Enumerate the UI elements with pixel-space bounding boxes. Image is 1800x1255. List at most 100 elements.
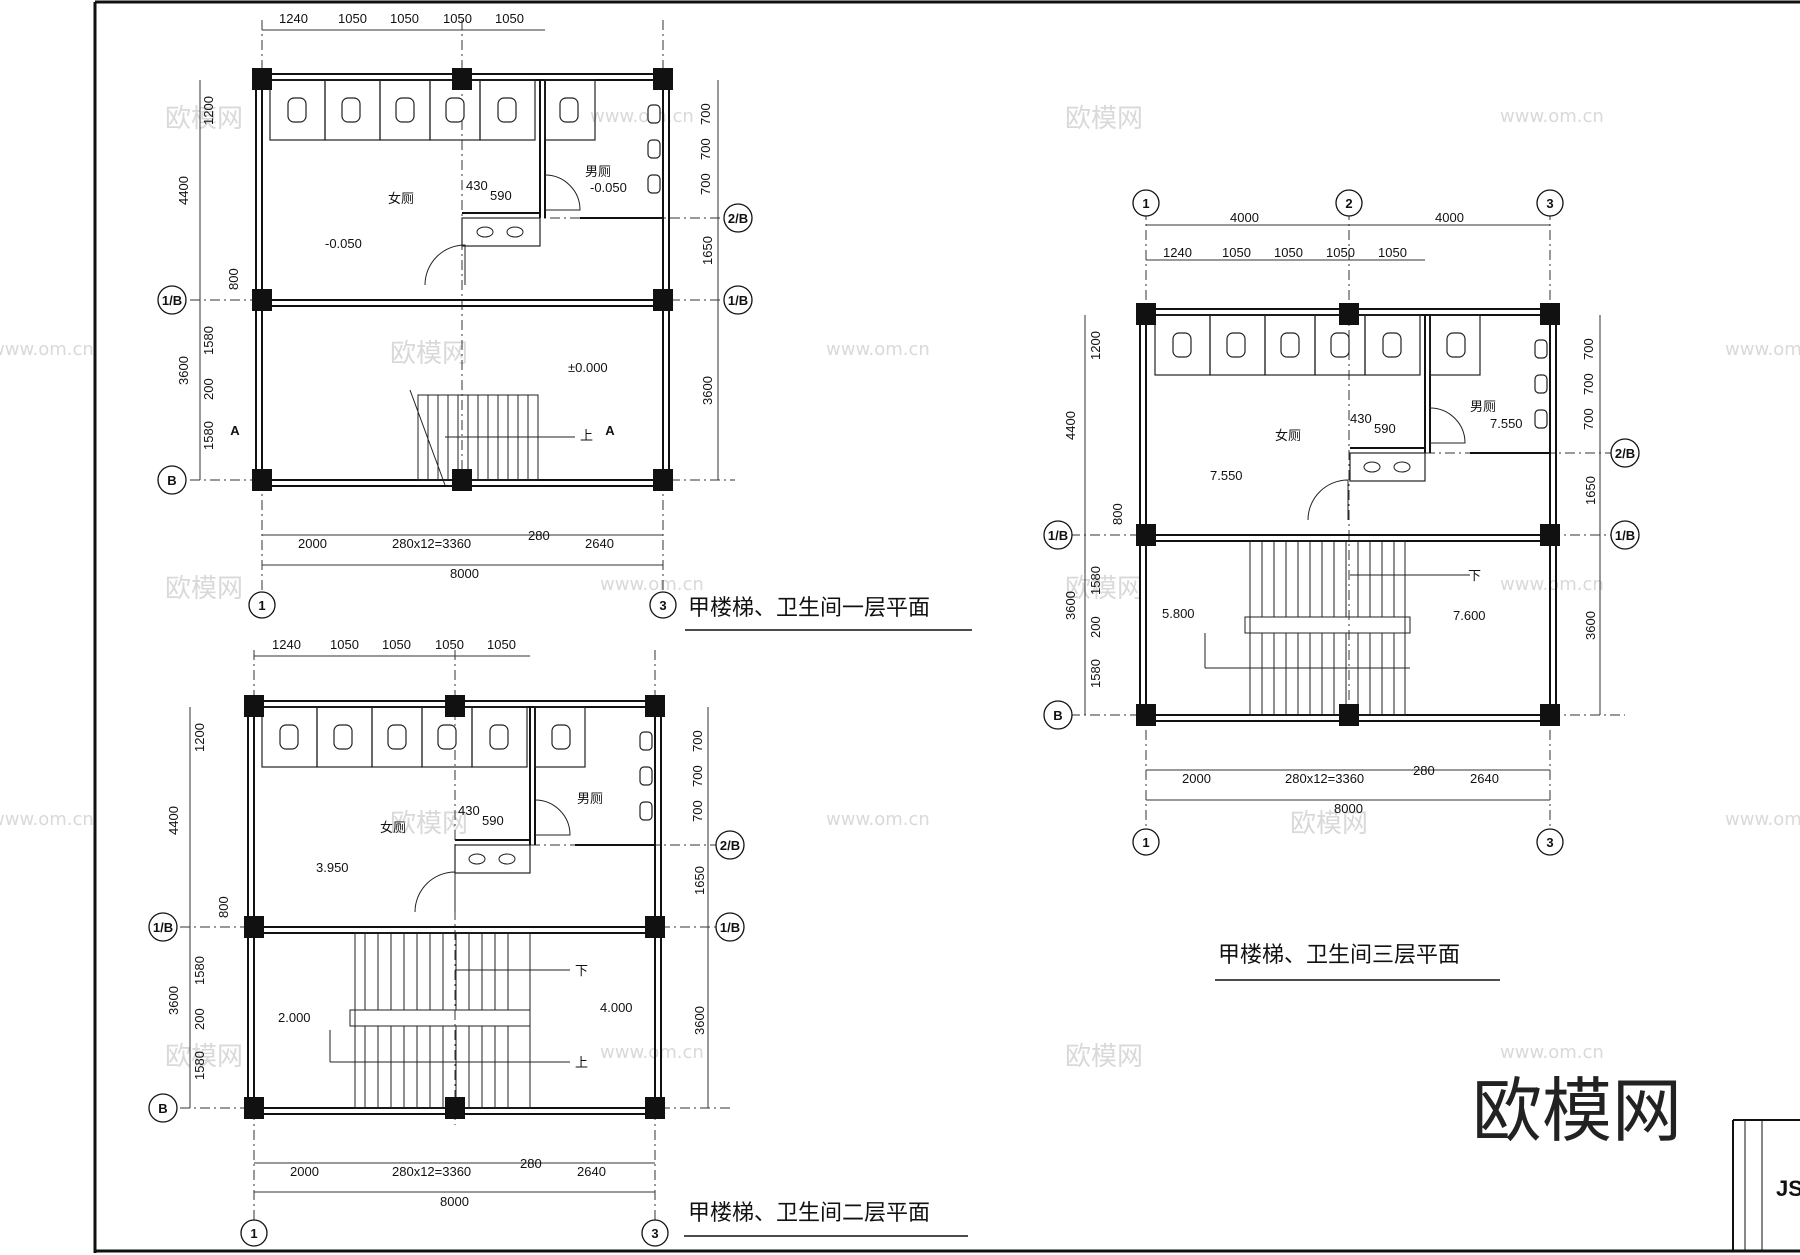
dim-top: 1050 bbox=[443, 11, 472, 26]
dim-top: 1050 bbox=[382, 637, 411, 652]
dim-right: 700 bbox=[1581, 373, 1596, 395]
dim-right: 700 bbox=[698, 173, 713, 195]
site-logo: 欧模网 bbox=[1472, 1070, 1682, 1152]
dim-top: 1050 bbox=[1378, 245, 1407, 260]
dim-right: 3600 bbox=[1583, 611, 1598, 640]
axis-label: 1 bbox=[1142, 196, 1149, 211]
plan-title: 甲楼梯、卫生间二层平面 bbox=[688, 1201, 930, 1226]
watermark: 欧模网 bbox=[165, 104, 243, 134]
watermark: www.om.cn bbox=[600, 574, 704, 595]
stair-label: 下 bbox=[575, 963, 588, 978]
axis-label: 1/B bbox=[153, 920, 173, 935]
level-label: -0.050 bbox=[590, 180, 627, 195]
watermark: www.om.cn bbox=[1725, 339, 1800, 360]
dim-right: 1650 bbox=[692, 866, 707, 895]
dim-bottom: 280 bbox=[1413, 763, 1435, 778]
stair-label: 上 bbox=[575, 1055, 588, 1070]
dim-right: 700 bbox=[698, 138, 713, 160]
dim-total: 8000 bbox=[450, 566, 479, 581]
sink-dim: 590 bbox=[490, 188, 512, 203]
level-label: 5.800 bbox=[1162, 606, 1195, 621]
dim-left: 3600 bbox=[1063, 591, 1078, 620]
axis-label: 1/B bbox=[1048, 528, 1068, 543]
room-label: 男厕 bbox=[585, 164, 611, 179]
level-label: 4.000 bbox=[600, 1000, 633, 1015]
watermark: www.om.cn bbox=[1725, 809, 1800, 830]
dim-left: 200 bbox=[201, 378, 216, 400]
dim-left: 800 bbox=[1110, 503, 1125, 525]
dim-bottom: 2640 bbox=[585, 536, 614, 551]
dim-left: 1200 bbox=[1088, 331, 1103, 360]
dim-left: 4400 bbox=[1063, 411, 1078, 440]
dim-top: 1050 bbox=[1326, 245, 1355, 260]
plan-third-floor: 4000 4000 1240 1050 1050 1050 1050 2000 … bbox=[1043, 189, 1640, 981]
dim-top: 1050 bbox=[338, 11, 367, 26]
dim-top: 4000 bbox=[1230, 210, 1259, 225]
axis-label: 2 bbox=[1345, 196, 1352, 211]
dim-top: 1050 bbox=[390, 11, 419, 26]
level-label: 7.600 bbox=[1453, 608, 1486, 623]
room-label: 女厕 bbox=[1275, 428, 1301, 443]
watermark: 欧模网 bbox=[1290, 809, 1368, 839]
axis-label: 1/B bbox=[728, 293, 748, 308]
watermark: www.om.cn bbox=[0, 339, 94, 360]
dim-bottom: 2640 bbox=[577, 1164, 606, 1179]
dim-bottom: 280x12=3360 bbox=[1285, 771, 1364, 786]
axis-label: 2/B bbox=[1615, 446, 1635, 461]
axis-label: 2/B bbox=[720, 838, 740, 853]
dim-right: 3600 bbox=[700, 376, 715, 405]
dim-top: 1050 bbox=[330, 637, 359, 652]
watermark: www.om.cn bbox=[1500, 106, 1604, 127]
plan-title: 甲楼梯、卫生间一层平面 bbox=[688, 596, 930, 621]
dim-top: 1050 bbox=[1222, 245, 1251, 260]
watermark: 欧模网 bbox=[390, 339, 468, 369]
dim-left: 3600 bbox=[166, 986, 181, 1015]
axis-label: 3 bbox=[1546, 196, 1553, 211]
dim-left: 1580 bbox=[201, 421, 216, 450]
sink-dim: 590 bbox=[1374, 421, 1396, 436]
dim-right: 700 bbox=[1581, 338, 1596, 360]
axis-label: 1 bbox=[1142, 835, 1149, 850]
dim-left: 4400 bbox=[176, 176, 191, 205]
level-label: 3.950 bbox=[316, 860, 349, 875]
dim-left: 1200 bbox=[201, 96, 216, 125]
room-label: 女厕 bbox=[388, 191, 414, 206]
dim-left: 3600 bbox=[176, 356, 191, 385]
title-block-code: JS bbox=[1776, 1176, 1800, 1201]
watermark: 欧模网 bbox=[1065, 574, 1143, 604]
room-label: 女厕 bbox=[380, 820, 406, 835]
dim-right: 1650 bbox=[700, 236, 715, 265]
dim-left: 200 bbox=[192, 1008, 207, 1030]
dim-left: 1580 bbox=[1088, 566, 1103, 595]
dim-bottom: 2000 bbox=[1182, 771, 1211, 786]
dim-left: 200 bbox=[1088, 616, 1103, 638]
dim-total: 8000 bbox=[440, 1194, 469, 1209]
dim-bottom: 280 bbox=[520, 1156, 542, 1171]
axis-label: 3 bbox=[651, 1226, 658, 1241]
dim-left: 800 bbox=[226, 268, 241, 290]
plan-first-floor: 1240 1050 1050 1050 1050 2000 280x12=336… bbox=[157, 11, 972, 631]
dim-top: 1050 bbox=[487, 637, 516, 652]
title-block: JS bbox=[1732, 1119, 1800, 1251]
level-label: 7.550 bbox=[1490, 416, 1523, 431]
dim-left: 1200 bbox=[192, 723, 207, 752]
axis-label: 3 bbox=[659, 598, 666, 613]
watermark: www.om.cn bbox=[590, 106, 694, 127]
section-mark: A bbox=[230, 423, 240, 438]
dim-left: 1580 bbox=[201, 326, 216, 355]
plan-title: 甲楼梯、卫生间三层平面 bbox=[1218, 943, 1460, 968]
dim-bottom: 280x12=3360 bbox=[392, 1164, 471, 1179]
dim-top: 1050 bbox=[435, 637, 464, 652]
dim-bottom: 2640 bbox=[1470, 771, 1499, 786]
level-label: -0.050 bbox=[325, 236, 362, 251]
room-label: 男厕 bbox=[1470, 399, 1496, 414]
dim-right: 700 bbox=[1581, 408, 1596, 430]
dim-bottom: 2000 bbox=[298, 536, 327, 551]
axis-label: 2/B bbox=[728, 211, 748, 226]
dim-left: 800 bbox=[216, 896, 231, 918]
watermark: 欧模网 bbox=[165, 1042, 243, 1072]
dim-top: 1240 bbox=[1163, 245, 1192, 260]
watermark: 欧模网 bbox=[165, 574, 243, 604]
axis-label: 1/B bbox=[720, 920, 740, 935]
